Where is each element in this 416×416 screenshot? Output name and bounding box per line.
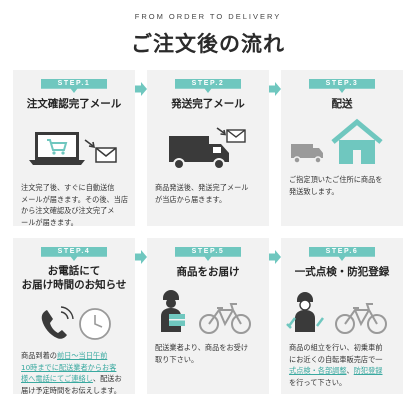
step-description: 注文完了後、すぐに自動送信 メールが届きます。その後、当店 から注文確認及び注文… [21, 183, 129, 227]
step-badge: STEP.6 [309, 247, 375, 261]
step-description: 配送業者より、商品をお受け 取り下さい。 [155, 343, 249, 364]
step-description: ご指定頂いたご住所に商品を 発送致します。 [289, 175, 383, 196]
step-card-6: STEP.6 一式点検・防犯登録 商品の組立を行い、初乗車前 にお近くの自転車販… [281, 238, 403, 394]
step-description: 商品の組立を行い、初乗車前 にお近くの自転車販売店で一 式点検・各部調整、防犯登… [289, 343, 383, 387]
step-badge: STEP.2 [175, 79, 241, 93]
arrow-right-icon [135, 250, 147, 264]
page-title: ご注文後の流れ [131, 32, 285, 56]
eyebrow-text: FROM ORDER TO DELIVERY [134, 12, 282, 21]
step-card-1: STEP.1 注文確認完了メール 注文完了後、すぐに自動送信 メールが届きます。… [13, 70, 135, 227]
arrow-right-icon [135, 82, 147, 96]
step-card-2: STEP.2 発送完了メール 商品発送後、発送完了メール が当店から届きます。 [147, 70, 269, 226]
delivery-person-bicycle-icon [161, 290, 251, 334]
step-title: 注文確認完了メール [26, 98, 122, 110]
step-title: 一式点検・防犯登録 [294, 266, 390, 278]
step-title: 配送 [331, 98, 353, 110]
laptop-cart-mail-icon [29, 132, 117, 165]
step-description: 商品発送後、発送完了メール が当店から届きます。 [155, 183, 249, 204]
truck-mail-icon [169, 127, 246, 170]
step-title: 商品をお届け [176, 266, 240, 278]
step-title: 発送完了メール [171, 98, 245, 110]
step-badge: STEP.5 [175, 247, 241, 261]
step-badge: STEP.3 [309, 79, 375, 93]
arrow-right-icon [269, 82, 281, 96]
truck-house-icon [291, 118, 383, 164]
step-badge: STEP.1 [41, 79, 107, 93]
step-card-5: STEP.5 商品をお届け 配送業者より、商品をお受け 取り下さい。 [147, 238, 269, 394]
step-badge: STEP.4 [41, 247, 107, 261]
step-description: 商品到着の前日～当日午前 10時までに配送業者からお客 様へ電話にてご連絡し、配… [21, 351, 122, 395]
step-title: お電話にて お届け時間のお知らせ [21, 265, 127, 291]
mechanic-bicycle-icon [286, 292, 387, 334]
phone-clock-icon [41, 306, 111, 340]
step-card-3: STEP.3 配送 ご指定頂いたご住所に商品を 発送致します。 [281, 70, 403, 226]
arrow-right-icon [269, 250, 281, 264]
step-card-4: STEP.4 お電話にて お届け時間のお知らせ 商品到着の前日～当日午前 10時… [13, 238, 135, 395]
